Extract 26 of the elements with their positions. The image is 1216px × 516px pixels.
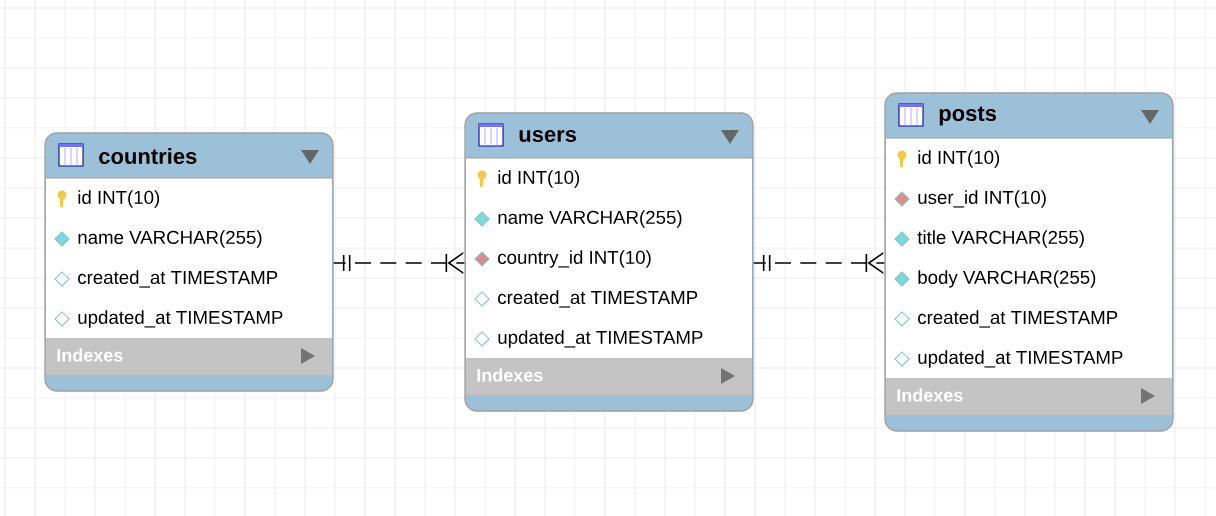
table-box <box>464 112 754 412</box>
table-box <box>884 92 1174 432</box>
column-text: id INT(10) <box>498 170 580 188</box>
column-text: title VARCHAR(255) <box>917 230 1084 248</box>
indexes-band: Indexes <box>45 338 333 376</box>
table-box <box>44 132 334 392</box>
column-text: country_id INT(10) <box>498 250 651 268</box>
column-text: name VARCHAR(255) <box>498 210 682 228</box>
table-title: users <box>519 129 577 142</box>
column-text: created_at TIMESTAMP <box>78 270 278 288</box>
column-text: created_at TIMESTAMP <box>498 290 698 308</box>
column-text: updated_at TIMESTAMP <box>918 350 1123 368</box>
column-text: name VARCHAR(255) <box>78 230 262 248</box>
column-text: updated_at TIMESTAMP <box>78 310 283 328</box>
relationship-line <box>752 252 886 274</box>
column-text: id INT(10) <box>78 190 160 208</box>
table-title: countries <box>99 147 197 165</box>
relationship-line <box>332 252 466 274</box>
column-text: body VARCHAR(255) <box>918 270 1096 288</box>
column-text: id INT(10) <box>918 150 1000 168</box>
column-text: updated_at TIMESTAMP <box>498 330 703 348</box>
indexes-band: Indexes <box>885 378 1173 416</box>
column-text: created_at TIMESTAMP <box>918 310 1118 328</box>
column-text: user_id INT(10) <box>918 190 1046 208</box>
indexes-band: Indexes <box>465 358 753 396</box>
table-title: posts <box>939 106 997 126</box>
